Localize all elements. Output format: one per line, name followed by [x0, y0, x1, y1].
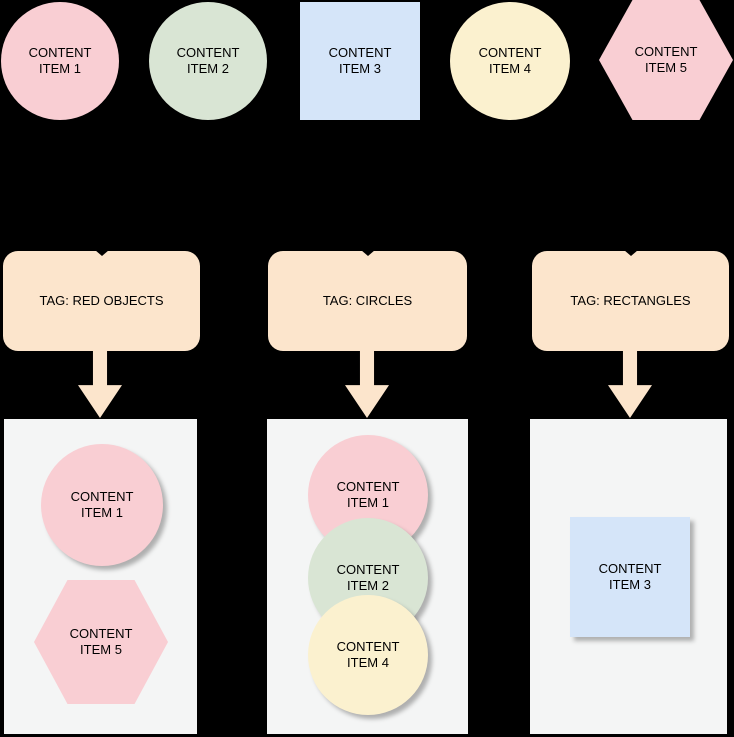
content-item-2-node[interactable]: CONTENT ITEM 2 [149, 2, 267, 120]
content-item-2-label: CONTENT ITEM 2 [176, 44, 240, 76]
content-item-3-node[interactable]: CONTENT ITEM 3 [300, 2, 420, 120]
content-item-1-node[interactable]: CONTENT ITEM 1 [1, 2, 119, 120]
tag-rectangles-label: TAG: RECTANGLES [570, 292, 691, 308]
content-item-3-label: CONTENT ITEM 3 [328, 44, 392, 76]
connector-arrowhead-icon [360, 250, 375, 256]
down-arrow-icon[interactable] [78, 351, 122, 418]
collected-item-label: CONTENT ITEM 1 [336, 478, 400, 510]
collected-content-item-5-red[interactable]: CONTENT ITEM 5 [34, 580, 168, 704]
collected-content-item-3-rectangles[interactable]: CONTENT ITEM 3 [570, 517, 690, 637]
collected-item-label: CONTENT ITEM 3 [598, 560, 662, 592]
content-item-4-node[interactable]: CONTENT ITEM 4 [450, 2, 570, 120]
collected-content-item-1-red[interactable]: CONTENT ITEM 1 [41, 444, 163, 566]
down-arrow-icon[interactable] [345, 351, 389, 418]
tag-circles[interactable]: TAG: CIRCLES [268, 250, 467, 351]
content-item-5-node[interactable]: CONTENT ITEM 5 [599, 0, 733, 120]
connector-arrowhead-icon [623, 250, 638, 256]
tag-red-objects-label: TAG: RED OBJECTS [39, 292, 164, 308]
collected-item-label: CONTENT ITEM 1 [70, 488, 134, 520]
collected-item-label: CONTENT ITEM 4 [336, 638, 400, 670]
tag-rectangles[interactable]: TAG: RECTANGLES [532, 250, 729, 351]
collected-item-label: CONTENT ITEM 5 [69, 625, 133, 657]
tag-red-objects[interactable]: TAG: RED OBJECTS [3, 250, 200, 351]
content-item-1-label: CONTENT ITEM 1 [28, 44, 92, 76]
content-item-5-label: CONTENT ITEM 5 [634, 43, 698, 75]
tag-circles-label: TAG: CIRCLES [322, 292, 413, 308]
connector-arrowhead-icon [94, 250, 109, 256]
collected-content-item-4-circles[interactable]: CONTENT ITEM 4 [308, 595, 428, 715]
down-arrow-icon[interactable] [608, 351, 652, 418]
collected-item-label: CONTENT ITEM 2 [336, 561, 400, 593]
content-item-4-label: CONTENT ITEM 4 [478, 44, 542, 76]
